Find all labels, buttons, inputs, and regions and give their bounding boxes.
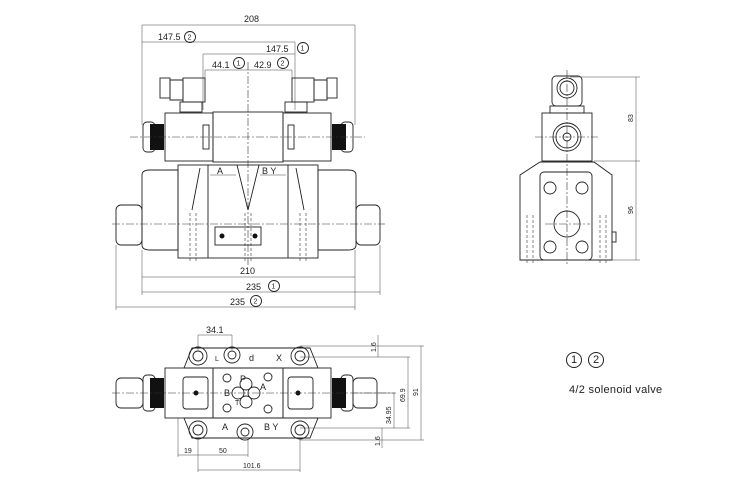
dim-50: 50 xyxy=(219,448,227,455)
dim-91: 91 xyxy=(413,388,420,396)
ref-2-circle: 2 xyxy=(588,352,604,368)
ref-marker: 2 xyxy=(281,61,285,68)
ref-2-marker: 2 xyxy=(188,35,192,42)
dim-34-95: 34.95 xyxy=(386,406,393,424)
port-p: P xyxy=(240,374,246,384)
front-view: 208 147.5 2 147.5 1 44.1 1 42.9 2 xyxy=(112,14,385,310)
port-x: X xyxy=(276,353,282,363)
ref-1-circle: 1 xyxy=(566,352,582,368)
legend-description: 4/2 solenoid valve xyxy=(569,384,663,396)
port-a-bottom: A xyxy=(222,422,228,432)
dim-19: 19 xyxy=(184,448,192,455)
port-t: T xyxy=(235,400,240,407)
side-view: 83 96 xyxy=(519,70,640,265)
ref-1-marker: 1 xyxy=(301,46,305,53)
dim-1-6-bottom: 1.6 xyxy=(375,436,382,446)
bottom-view: 34.1 P B A T L d X A B Y xyxy=(112,325,424,472)
dim-101-6: 101.6 xyxy=(243,463,261,470)
dim-235-ref2: 235 xyxy=(230,297,245,307)
dim-42-9: 42.9 xyxy=(254,60,272,70)
dim-147-5-ref1: 147.5 xyxy=(266,44,289,54)
port-by-bottom: B Y xyxy=(264,422,278,432)
port-d: d xyxy=(249,353,254,363)
dim-235-ref1: 235 xyxy=(246,282,261,292)
dim-208: 208 xyxy=(244,14,259,24)
port-a: A xyxy=(260,382,266,392)
dim-44-1: 44.1 xyxy=(212,60,230,70)
dim-1-6-top: 1.6 xyxy=(371,342,378,352)
dim-34-1: 34.1 xyxy=(206,325,224,335)
dim-210: 210 xyxy=(240,266,255,276)
dim-96: 96 xyxy=(628,206,635,214)
dim-69-9: 69.9 xyxy=(400,388,407,402)
port-label-a: A xyxy=(217,166,223,176)
port-label-by: B Y xyxy=(262,166,276,176)
ref-marker: 2 xyxy=(254,299,258,306)
dim-83: 83 xyxy=(628,114,635,122)
port-b: B xyxy=(224,388,230,398)
port-l: L xyxy=(215,356,219,363)
ref-marker: 1 xyxy=(272,284,276,291)
ref-marker: 1 xyxy=(237,61,241,68)
dim-147-5-ref2: 147.5 xyxy=(158,32,181,42)
